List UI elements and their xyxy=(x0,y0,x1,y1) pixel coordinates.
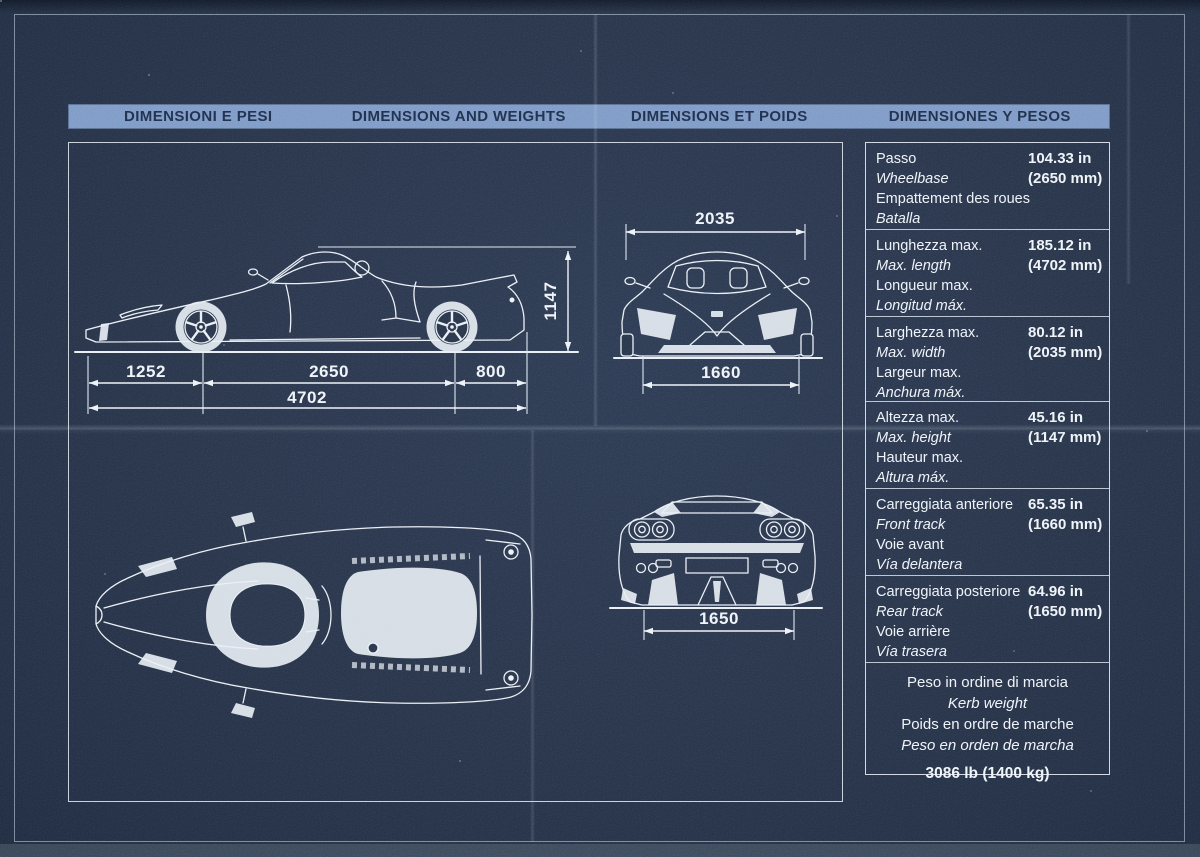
spec-table: Passo Wheelbase Empattement des roues Ba… xyxy=(865,142,1110,782)
dim-max-width-label: 2035 xyxy=(695,209,735,228)
weight-label-en: Kerb weight xyxy=(947,695,1028,712)
spec-row-kerb-weight: Peso in ordine di marcia Kerb weight Poi… xyxy=(866,662,1109,784)
spec-label-es: Altura máx. xyxy=(876,470,950,486)
dim-rear-track-label: 1650 xyxy=(699,609,739,628)
spec-label-es: Longitud máx. xyxy=(876,298,968,314)
paper-edge-bottom xyxy=(0,844,1200,857)
dim-total-length-label: 4702 xyxy=(287,388,327,407)
paper-edge-top xyxy=(0,0,1200,13)
dim-height-label: 1147 xyxy=(541,282,560,321)
car-top-view xyxy=(95,512,533,718)
spec-label-fr: Empattement des roues xyxy=(876,191,1030,207)
paper-crease-vertical-upper xyxy=(593,14,598,426)
dim-front-overhang-label: 1252 xyxy=(126,362,166,381)
car-front-view xyxy=(613,251,823,359)
spec-value: 65.35 in (1660 mm) xyxy=(1028,496,1103,533)
side-front-wheel xyxy=(175,301,227,353)
spec-row-width: Larghezza max. Max. width Largeur max. A… xyxy=(866,316,1109,401)
spec-label-es: Batalla xyxy=(876,211,921,227)
spec-value: 185.12 in (4702 mm) xyxy=(1028,237,1103,274)
spec-row-front-track: Carreggiata anteriore Front track Voie a… xyxy=(866,488,1109,575)
weight-value: 3086 lb (1400 kg) xyxy=(925,765,1050,782)
weight-label-it: Peso in ordine di marcia xyxy=(907,674,1068,691)
spec-label-es: Vía delantera xyxy=(876,557,963,573)
weight-label-es: Peso en orden de marcha xyxy=(901,737,1074,754)
spec-label-fr: Hauteur max. xyxy=(876,450,964,466)
spec-row-length: Lunghezza max. Max. length Longueur max.… xyxy=(866,229,1109,316)
spec-label-fr: Largeur max. xyxy=(876,365,962,381)
spec-value: 64.96 in (1650 mm) xyxy=(1028,583,1103,620)
car-rear-view xyxy=(609,495,823,609)
dim-wheelbase-label: 2650 xyxy=(309,362,349,381)
car-side-view xyxy=(74,251,579,353)
spec-row-height: Altezza max. Max. height Hauteur max. Al… xyxy=(866,401,1109,488)
dim-rear-overhang-label: 800 xyxy=(476,362,506,381)
paper-dust-specks xyxy=(0,0,2,2)
spec-label-fr: Longueur max. xyxy=(876,278,973,294)
weight-label-fr: Poids en ordre de marche xyxy=(901,716,1074,733)
spec-value: 80.12 in (2035 mm) xyxy=(1028,324,1103,361)
spec-row-rear-track: Carreggiata posteriore Rear track Voie a… xyxy=(866,575,1109,662)
paper-crease-horizontal xyxy=(0,423,1200,435)
spec-label-fr: Voie arrière xyxy=(876,624,951,640)
spec-label-es: Anchura máx. xyxy=(876,385,966,401)
paper-crease-vertical-right xyxy=(1126,14,1131,284)
spec-label-fr: Voie avant xyxy=(876,537,944,553)
dim-front-track-label: 1660 xyxy=(701,363,741,382)
side-rear-wheel xyxy=(426,301,478,353)
spec-value: 104.33 in (2650 mm) xyxy=(1028,150,1103,187)
paper-crease-vertical-lower xyxy=(530,430,535,842)
spec-row-wheelbase: Passo Wheelbase Empattement des roues Ba… xyxy=(866,143,1109,229)
spec-label-es: Vía trasera xyxy=(876,644,947,660)
